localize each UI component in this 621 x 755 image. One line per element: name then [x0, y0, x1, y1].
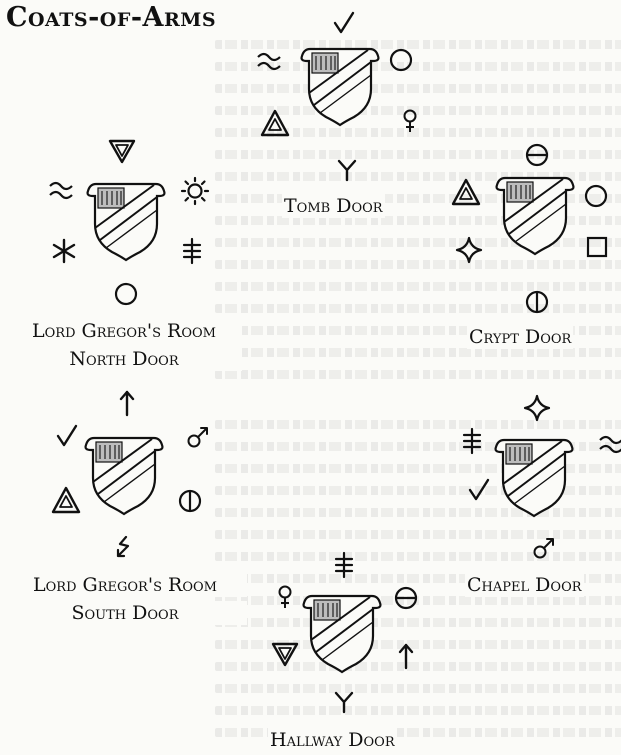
page-title: Coats-of-Arms: [6, 2, 224, 33]
tomb-door-label: Tomb Door: [282, 194, 385, 218]
crypt-door-arms: [453, 145, 606, 312]
lord-gregor-south-label-line2: South Door: [3, 601, 247, 625]
lord-gregor-north-label-line2: North Door: [6, 347, 242, 371]
hallway-door-arms: [273, 553, 416, 712]
lord-gregor-north-label-line1: Lord Gregor's Room: [6, 319, 242, 343]
chapel-door-arms: [464, 396, 621, 558]
crypt-door-label: Crypt Door: [467, 325, 573, 349]
hallway-door-label: Hallway Door: [268, 728, 397, 752]
tomb-door-arms: [258, 13, 416, 180]
chapel-door-label: Chapel Door: [465, 573, 584, 597]
lord-gregor-north-door-arms: [50, 141, 208, 304]
lord-gregor-south-label-line1: Lord Gregor's Room: [3, 573, 247, 597]
lord-gregor-south-door-arms: [53, 392, 207, 556]
